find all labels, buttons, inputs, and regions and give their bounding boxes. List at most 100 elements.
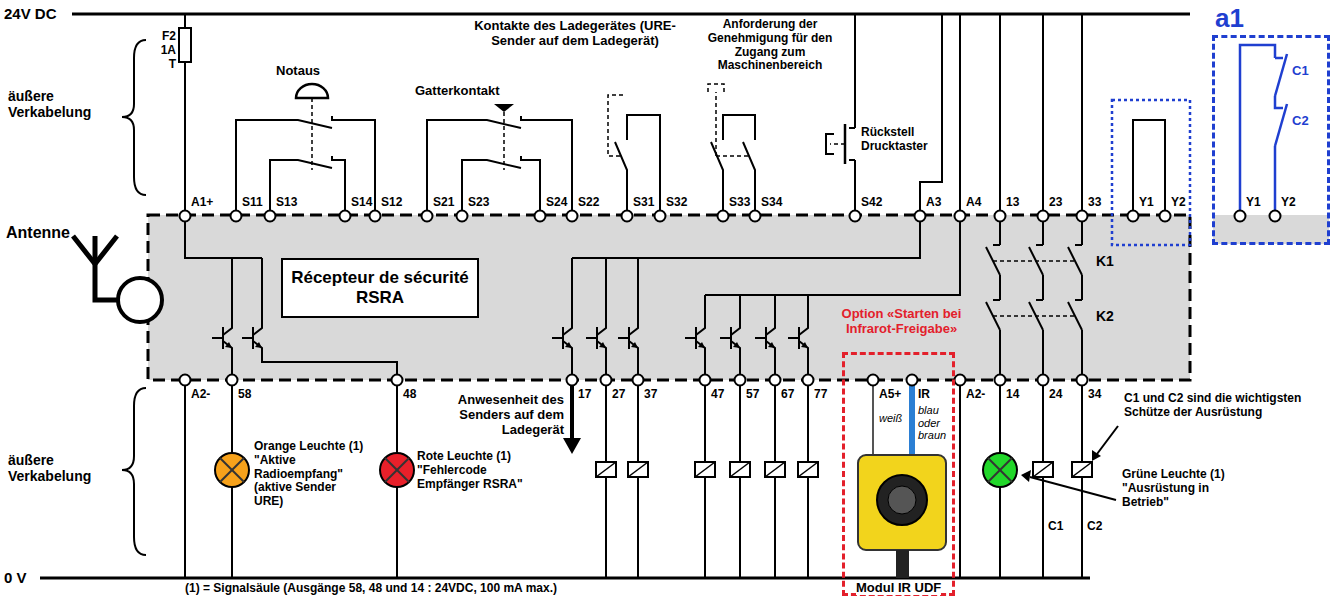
wire xyxy=(1240,45,1275,210)
lamp-cross xyxy=(385,458,409,482)
pin-label: 24 xyxy=(1049,388,1062,402)
pin-label: S24 xyxy=(546,196,567,210)
transistor-symbol xyxy=(552,322,572,354)
terminal xyxy=(265,211,276,222)
wire xyxy=(396,386,398,453)
relay-coil xyxy=(798,462,818,477)
wire xyxy=(1075,244,1082,246)
terminal xyxy=(180,211,191,222)
wire xyxy=(637,386,639,462)
wire xyxy=(993,299,1000,301)
fuse-label: F2 1A T xyxy=(156,30,176,71)
transistor-symbol xyxy=(788,322,808,354)
terminal xyxy=(392,375,403,386)
terminal xyxy=(735,375,746,386)
wire xyxy=(231,354,233,374)
wire xyxy=(1275,96,1283,108)
relay-coil xyxy=(628,462,648,477)
a1-box: a1 xyxy=(1212,35,1330,245)
terminal xyxy=(803,375,814,386)
lamp-cross xyxy=(988,458,1012,482)
wire xyxy=(627,115,660,210)
terminal xyxy=(1038,375,1049,386)
nc-contact xyxy=(236,120,332,210)
terminal xyxy=(422,211,433,222)
lamp-cross xyxy=(988,458,1012,482)
transistor-symbol xyxy=(685,322,705,354)
nc-contact xyxy=(1275,104,1287,146)
wire xyxy=(1081,386,1083,462)
terminal xyxy=(907,375,918,386)
wire xyxy=(854,160,856,210)
wire xyxy=(605,354,607,374)
wire xyxy=(231,487,233,578)
module-cable xyxy=(896,550,909,578)
relay-coil xyxy=(730,462,750,477)
cam-symbol xyxy=(494,104,514,112)
note: C1 und C2 sind die wichtigsten Schütze d… xyxy=(1124,392,1330,420)
terminal xyxy=(1160,211,1171,222)
transistor-arrow xyxy=(631,342,638,348)
footnote: (1) = Signalsäule (Ausgänge 58, 48 und 1… xyxy=(185,582,557,596)
terminal xyxy=(868,375,879,386)
wire xyxy=(959,14,961,210)
pin-label: S13 xyxy=(276,196,297,210)
ir-lens xyxy=(877,475,927,525)
terminal xyxy=(535,211,546,222)
pin-label: IR xyxy=(918,388,930,402)
terminal xyxy=(750,211,761,222)
arrowhead xyxy=(1021,470,1031,482)
section-label: äußere Verkabelung xyxy=(8,88,126,120)
pin-label: A4 xyxy=(966,196,981,210)
transistor-symbol xyxy=(720,322,740,354)
device-label: Notaus xyxy=(276,64,320,79)
relay-coil xyxy=(1072,462,1092,477)
terminal xyxy=(1038,211,1049,222)
wire xyxy=(723,115,755,140)
pin-label: 14 xyxy=(1006,388,1019,402)
ir-lens xyxy=(888,486,916,514)
wire xyxy=(999,386,1001,453)
receiver-box: Récepteur de sécuritéRSRA xyxy=(281,258,479,318)
leader-line xyxy=(1097,426,1118,454)
transistor-arrow xyxy=(255,342,262,348)
ir-module xyxy=(858,455,946,550)
wire xyxy=(807,354,809,374)
wire xyxy=(854,14,856,128)
mechanical-link xyxy=(708,84,724,156)
device-label: Anforderung der Genehmigung für den Zuga… xyxy=(695,18,845,73)
pin-label: Y1 xyxy=(1246,196,1261,210)
pin-label: A2- xyxy=(191,388,210,402)
section-label: äußere Verkabelung xyxy=(8,452,126,484)
device-label: Rückstell Drucktaster xyxy=(861,126,937,154)
pin-label: S14 xyxy=(351,196,372,210)
coil-mark xyxy=(1072,462,1092,477)
no-contact xyxy=(711,142,723,210)
signal-arrow xyxy=(570,386,574,440)
wire xyxy=(231,258,233,322)
coil-mark xyxy=(596,462,616,477)
lamp-label: Rote Leuchte (1) "Fehlercode Empfänger R… xyxy=(417,450,542,491)
arrowhead xyxy=(1092,450,1101,461)
wire xyxy=(807,386,809,462)
wire xyxy=(571,354,573,374)
pin-label: A3 xyxy=(926,196,941,210)
wire xyxy=(999,275,1001,300)
wire xyxy=(705,221,960,295)
antenna-label: Antenne xyxy=(6,224,70,242)
wire xyxy=(849,127,855,129)
wire xyxy=(774,354,776,374)
receiver-housing xyxy=(148,215,1190,380)
wire xyxy=(1075,299,1082,301)
wire xyxy=(739,477,741,578)
transistor-arrow xyxy=(768,342,775,348)
terminal xyxy=(770,375,781,386)
terminal xyxy=(995,375,1006,386)
wire xyxy=(704,386,706,462)
lamp-label: Orange Leuchte (1) "Aktive Radioempfang"… xyxy=(254,440,364,509)
wire xyxy=(1042,330,1044,374)
wire xyxy=(1042,477,1044,578)
terminal xyxy=(567,211,578,222)
wire xyxy=(262,354,397,374)
wire xyxy=(1036,299,1043,301)
